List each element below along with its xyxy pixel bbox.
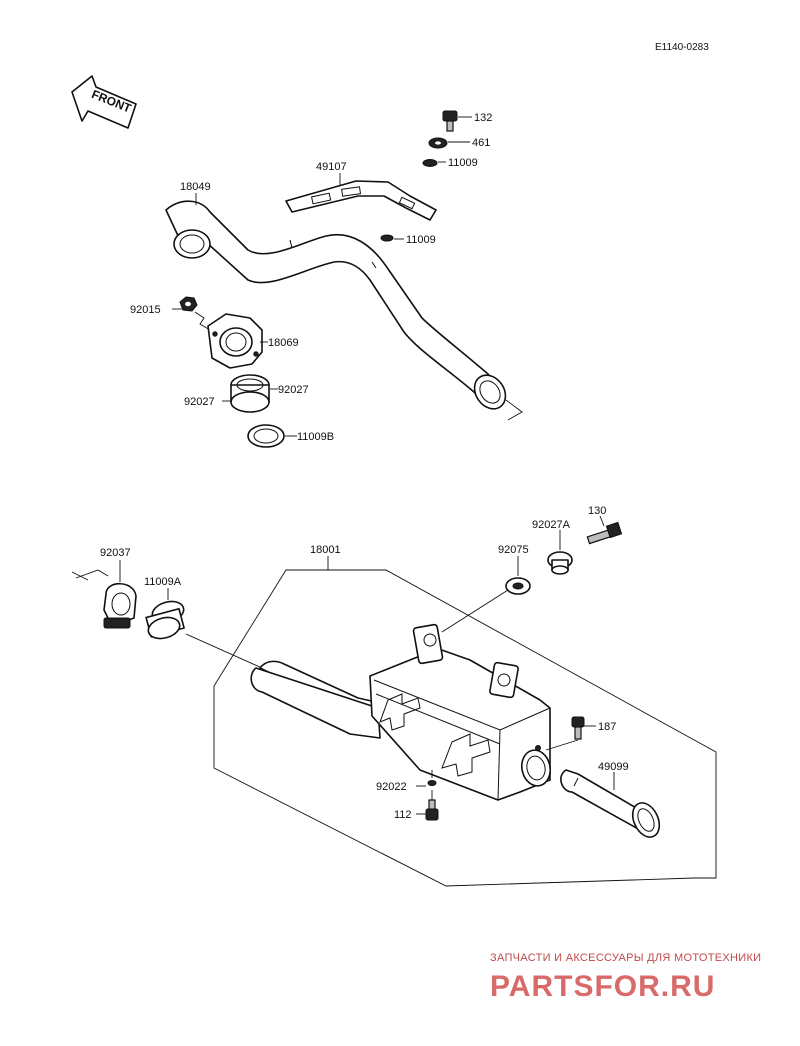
bolt-187-icon	[571, 716, 585, 740]
callout-92037: 92037	[100, 547, 131, 559]
callout-112: 112	[394, 809, 412, 821]
watermark-tagline: ЗАПЧАСТИ И АКСЕССУАРЫ ДЛЯ МОТОТЕХНИКИ	[490, 952, 761, 964]
gasket-11009a-icon	[145, 600, 185, 640]
bolt-132-icon	[442, 110, 458, 132]
callout-11009-top: 11009	[448, 157, 478, 169]
callout-18049: 18049	[180, 181, 211, 193]
callout-11009-mid: 11009	[406, 234, 436, 246]
washer-461-icon	[428, 137, 448, 149]
spark-arrester-49099-icon	[560, 769, 661, 838]
callout-92027-right: 92027	[278, 384, 309, 396]
bolt-112-icon	[425, 799, 439, 821]
callout-92027a: 92027A	[532, 519, 571, 531]
callout-92022: 92022	[376, 781, 407, 793]
callout-132: 132	[474, 112, 492, 124]
callout-130: 130	[588, 505, 606, 517]
callout-18069: 18069	[268, 337, 299, 349]
callout-49099: 49099	[598, 761, 629, 773]
head-pipe-18049-icon	[165, 200, 507, 410]
callout-11009a: 11009A	[144, 576, 182, 588]
washer-11009-icon	[422, 159, 438, 167]
callout-92075: 92075	[498, 544, 529, 556]
callout-461: 461	[472, 137, 490, 149]
callout-11009b: 11009B	[297, 431, 334, 443]
grommet-92075-icon	[505, 577, 531, 595]
washer-11009-mid-icon	[380, 234, 394, 242]
flange-18069-icon	[207, 313, 263, 369]
gasket-11009b-icon	[247, 424, 285, 448]
clamp-92037-icon	[103, 582, 137, 629]
callout-187: 187	[598, 721, 616, 733]
collar-92027a-icon	[547, 551, 573, 575]
nut-92015-icon	[179, 296, 198, 312]
muffler-18001-icon	[250, 623, 551, 801]
front-arrow-icon: FRONT	[71, 75, 137, 129]
callout-49107: 49107	[316, 161, 347, 173]
callout-92015: 92015	[130, 304, 161, 316]
watermark-brand: PARTSFOR.RU	[490, 970, 715, 1003]
callout-18001: 18001	[310, 544, 341, 556]
muffler-assembly-frame	[213, 569, 717, 887]
washer-92022-icon	[427, 780, 437, 786]
bolt-130-icon	[586, 521, 623, 545]
diagram-code: E1140-0283	[655, 42, 709, 53]
bracket-49107-icon	[285, 180, 437, 221]
callout-92027-left: 92027	[184, 396, 215, 408]
gasket-92027-icon	[230, 374, 270, 413]
